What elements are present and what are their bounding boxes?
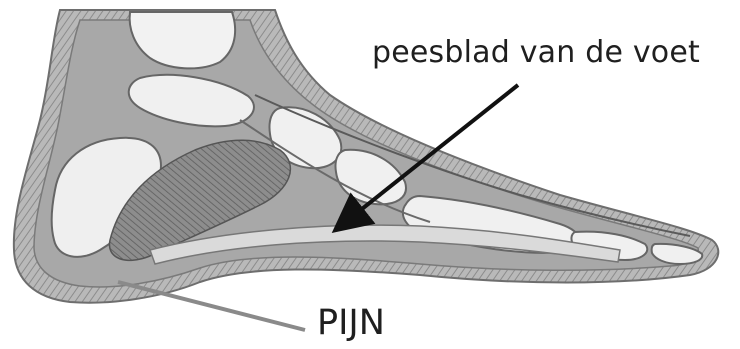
plantar-fascia-label: peesblad van de voet (372, 38, 700, 68)
pain-pointer-line (118, 282, 305, 330)
pain-label: PIJN (317, 306, 385, 341)
